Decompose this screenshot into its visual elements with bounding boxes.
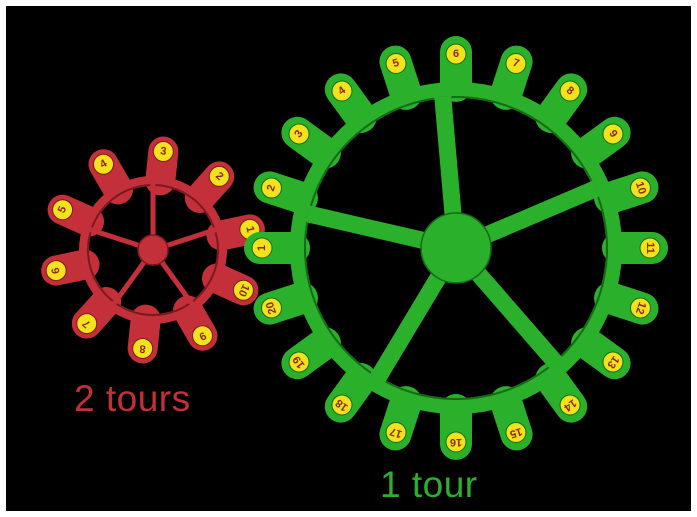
big-gear-tooth-number: 3 [289,124,309,144]
big-gear-tooth-number: 7 [506,53,526,73]
big-gear-tooth-number: 16 [446,432,466,452]
small-gear-tooth-label: 3 [160,145,167,158]
big-gear-tooth-number: 10 [631,178,651,198]
small-gear-tooth-number: 9 [193,326,213,346]
small-gear-tooth-number: 5 [53,200,73,220]
big-gear-tooth-number: 13 [603,352,623,372]
big-gear-tooth-number: 4 [332,81,352,101]
big-gear-tooth-number: 5 [386,53,406,73]
big-gear-tooth-number: 8 [560,81,580,101]
big-gear-tooth-label: 6 [453,48,459,60]
big-gear-tooth-number: 2 [261,178,281,198]
small-gear-tooth-number: 7 [77,314,97,334]
big-gear-tooth-number: 19 [289,352,309,372]
big-gear-caption: 1 tour [380,466,478,503]
big-gear-tooth-number: 6 [446,44,466,64]
big-gear-hub [421,213,491,283]
small-gear-tooth-label: 8 [139,342,146,355]
big-gear-spoke [443,97,453,216]
small-gear-caption: 2 tours [74,380,191,417]
small-gear-tooth-number: 4 [94,154,114,174]
big-gear-tooth-number: 14 [560,395,580,415]
big-gear-tooth-number: 20 [261,298,281,318]
big-gear-tooth-number: 15 [506,423,526,443]
small-gear-hub [138,235,168,265]
big-gear-tooth-number: 12 [631,298,651,318]
big-gear-tooth-label: 11 [644,242,656,254]
big-gear-tooth-number: 11 [640,238,660,258]
small-gear-tooth-number: 8 [133,338,153,358]
big-gear-tooth-label: 16 [450,436,462,448]
small-gear-tooth-number: 2 [209,166,229,186]
small-gear-tooth-number: 10 [233,280,253,300]
big-gear-tooth-number: 1 [252,238,272,258]
big-gear-tooth-number: 18 [332,395,352,415]
big-gear-tooth-number: 9 [603,124,623,144]
small-gear-tooth-number: 3 [153,142,173,162]
small-gear-tooth-number: 6 [46,261,66,281]
big-gear-tooth-label: 1 [256,245,268,251]
big-gear-tooth-number: 17 [386,423,406,443]
